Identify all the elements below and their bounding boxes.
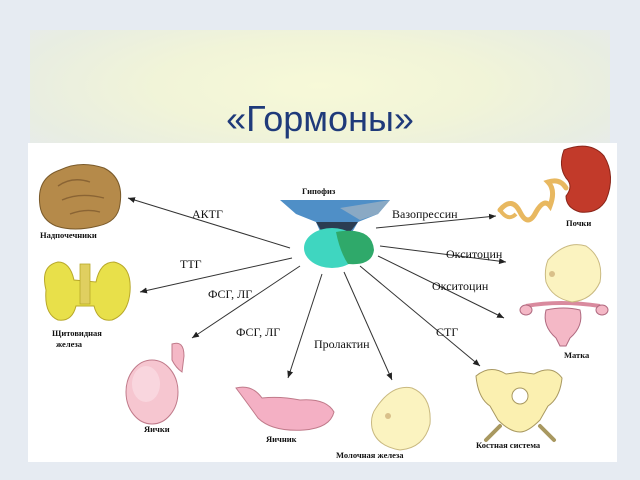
label-ttg: ТТГ [180,257,202,271]
uterus-illustration [519,301,609,347]
ovary-illustration [235,386,335,431]
label-fsg-lg-1: ФСГ, ЛГ [208,287,252,301]
label-testes: Яички [144,424,170,434]
label-mammary: Молочная железа [336,450,404,460]
mammary-illustration [371,386,431,451]
label-fsg-lg-2: ФСГ, ЛГ [236,325,280,339]
label-ovary: Яичник [266,434,297,444]
arrows [127,197,507,381]
label-thyroid-1: Щитовидная [52,328,102,338]
skeleton-illustration [475,369,563,442]
testes-illustration [125,342,185,425]
arrow-prolactin [343,271,393,381]
slide-title: «Гормоны» [226,98,414,139]
label-kidneys: Почки [566,218,591,228]
kidney-illustration [497,145,611,223]
label-prolactin: Пролактин [314,337,370,351]
arrow-stg [359,265,481,367]
arrow-ttg [139,257,293,294]
adrenal-illustration [38,164,122,230]
breast-illustration [544,244,602,303]
arrow-oxytocin-2 [377,255,505,319]
arrow-oxytocin-1 [379,245,507,265]
label-skeleton: Костная система [476,440,541,450]
arrow-fsg-lg-1 [191,265,301,339]
label-stg: СТГ [436,325,458,339]
arrow-vasopressin [375,213,497,229]
label-thyroid-2: железа [56,339,83,349]
pituitary-illustration [280,200,390,268]
arrow-actg [127,197,291,249]
label-oxytocin-2: Окситоцин [432,279,489,293]
arrow-fsg-lg-2 [287,273,323,379]
thyroid-illustration [44,261,131,321]
label-actg: АКТГ [192,207,223,221]
label-vasopressin: Вазопрессин [392,207,458,221]
label-oxytocin-1: Окситоцин [446,247,503,261]
label-pituitary: Гипофиз [302,186,336,196]
label-adrenals: Надпочечники [40,230,97,240]
label-uterus: Матка [564,350,590,360]
